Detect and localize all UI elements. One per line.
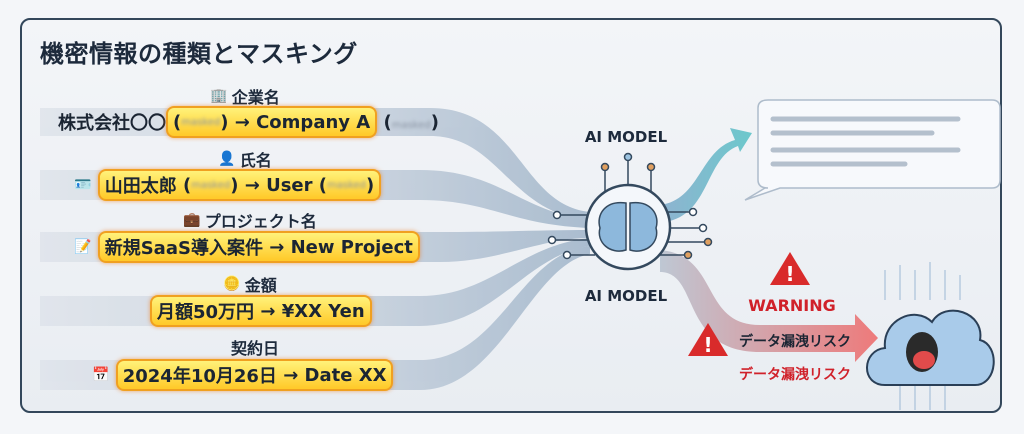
masked-highlight: 山田太郎 (masked) → User (masked) (97, 169, 382, 201)
ai-model-label-top: AI MODEL (584, 128, 668, 146)
leaking-cloud-icon (866, 262, 995, 410)
person-icon: 👤 (218, 151, 236, 167)
svg-text:!: ! (785, 262, 794, 286)
document-edit-icon: 📝 (74, 239, 92, 255)
output-arrow (660, 128, 752, 222)
calendar-icon: 📅 (92, 367, 110, 383)
masked-highlight: 月額50万円 → ¥XX Yen (150, 295, 372, 327)
page-title: 機密情報の種類とマスキング (40, 40, 358, 68)
speech-bubble (744, 99, 1001, 201)
masked-highlight: 2024年10月26日 → Date XX (115, 359, 394, 391)
masking-row-amount: 月額50万円 → ¥XX Yen (150, 295, 372, 327)
building-icon: 🏢 (210, 88, 228, 104)
category-label-date: 契約日 (230, 339, 280, 358)
briefcase-icon: 💼 (183, 212, 201, 228)
masked-highlight: 新規SaaS導入案件 → New Project (97, 231, 420, 263)
warning-triangle-icon-2: ! (688, 323, 728, 357)
masking-row-name: 🪪 山田太郎 (masked) → User (masked) (74, 169, 382, 201)
risk-label: データ漏洩リスク (739, 334, 851, 350)
svg-text:!: ! (703, 333, 712, 357)
masking-row-date: 📅 2024年10月26日 → Date XX (92, 359, 394, 391)
risk-label-red: データ漏洩リスク (739, 367, 851, 383)
ai-model-label-bottom: AI MODEL (584, 287, 668, 305)
masking-row-company: 株式会社〇〇 (masked) → Company A (masked) (58, 106, 439, 138)
id-card-icon: 🪪 (74, 177, 92, 193)
category-label-name: 👤氏名 (218, 151, 272, 170)
warning-label: WARNING (748, 296, 836, 315)
category-label-project: 💼プロジェクト名 (183, 212, 317, 231)
stream-5 (40, 246, 590, 390)
masked-highlight: (masked) → Company A (166, 106, 378, 138)
category-label-company: 🏢企業名 (210, 88, 280, 107)
warning-triangle-icon: ! (770, 252, 810, 286)
yen-coin-icon: 🪙 (223, 276, 241, 292)
category-label-amount: 🪙金額 (223, 276, 277, 295)
brain-icon (547, 152, 713, 271)
masking-row-project: 📝 新規SaaS導入案件 → New Project (74, 231, 420, 263)
